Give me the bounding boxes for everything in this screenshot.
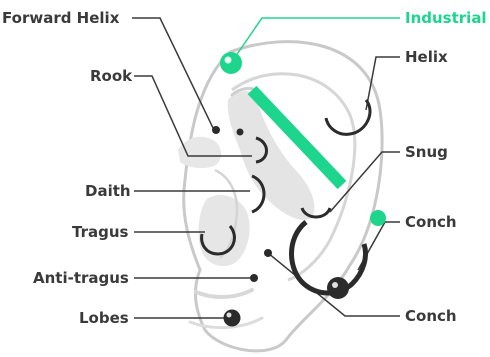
anti-tragus-stud (250, 274, 258, 282)
label-daith: Daith (85, 182, 131, 200)
label-conch-upper: Conch (405, 213, 457, 231)
label-forward-helix: Forward Helix (2, 9, 120, 27)
label-helix: Helix (405, 48, 448, 66)
label-rook: Rook (90, 67, 133, 85)
label-lobes: Lobes (79, 309, 129, 327)
lobe-stud (224, 310, 241, 327)
lobe-stud-highlight (227, 313, 232, 318)
label-conch-lower: Conch (405, 307, 457, 325)
conch-big-ball (327, 277, 349, 299)
forward-helix-stud-1 (212, 126, 220, 134)
label-anti-tragus: Anti-tragus (33, 269, 129, 287)
label-industrial: Industrial (405, 9, 487, 27)
industrial-ball (220, 52, 242, 74)
forward-helix-stud-2 (237, 129, 244, 136)
label-tragus: Tragus (72, 223, 129, 241)
label-snug: Snug (405, 143, 448, 161)
industrial-ball-highlight (225, 57, 232, 64)
conch-upper-stud (370, 210, 386, 226)
conch-big-ball-highlight (332, 282, 338, 288)
conch-lower-stud (264, 249, 272, 257)
ear-shape (178, 42, 382, 351)
helix-crus-shade (178, 137, 221, 168)
